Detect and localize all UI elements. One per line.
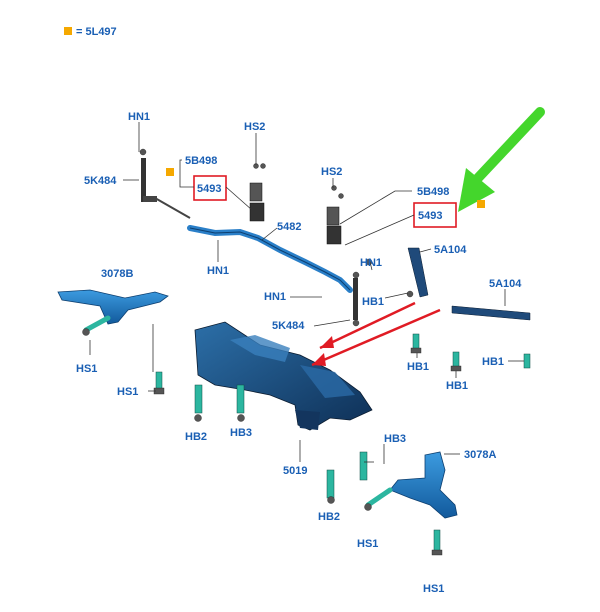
bolt-hb1-a xyxy=(410,333,422,354)
crossmember xyxy=(194,321,373,431)
bolt-hb1-c xyxy=(523,353,531,369)
lower-arm-right xyxy=(389,451,458,519)
label-hs1-left: HS1 xyxy=(76,363,97,375)
legend-swatch xyxy=(64,27,72,35)
label-hb1-upper: HB1 xyxy=(362,296,384,308)
brace-bar-vertical xyxy=(407,247,429,298)
label-3078b: 3078B xyxy=(101,268,133,280)
label-hb1-b: HB1 xyxy=(446,380,468,392)
label-5k484-mid: 5K484 xyxy=(272,320,305,332)
bolt-hs1-bottom2 xyxy=(431,529,443,556)
brace-bar-horizontal xyxy=(451,305,531,321)
bolt-hb3-left xyxy=(236,384,245,422)
label-hn1-mid: HN1 xyxy=(264,291,286,303)
label-hb1-c: HB1 xyxy=(482,356,504,368)
label-5b498-right: 5B498 xyxy=(417,186,449,198)
bolt-hs1-left xyxy=(82,315,111,336)
label-hb2-bottom: HB2 xyxy=(318,511,340,523)
label-hs2-right: HS2 xyxy=(321,166,342,178)
bolt-hs1-bottom xyxy=(364,487,393,511)
label-3078a: 3078A xyxy=(464,449,496,461)
label-hn1-link: HN1 xyxy=(360,257,382,269)
label-hb1-a: HB1 xyxy=(407,361,429,373)
stabilizer-link-left xyxy=(139,148,191,219)
label-5b498-left: 5B498 xyxy=(185,155,217,167)
label-hn1-top: HN1 xyxy=(128,111,150,123)
pointer-arrow xyxy=(458,107,545,212)
label-hs1-left2: HS1 xyxy=(117,386,138,398)
marker-5l497-right xyxy=(477,200,485,208)
label-5k484-left: 5K484 xyxy=(84,175,117,187)
stabilizer-bar xyxy=(187,225,353,293)
stabilizer-link-right xyxy=(352,258,373,327)
part-labels: HN1 5K484 5B498 5493 HS2 HS2 5B498 5493 … xyxy=(76,111,522,595)
marker-5l497-left xyxy=(166,168,174,176)
label-hb2-left: HB2 xyxy=(185,431,207,443)
legend-text: = 5L497 xyxy=(76,26,117,38)
leader-lines xyxy=(89,122,524,464)
label-hs2-left: HS2 xyxy=(244,121,265,133)
label-5482: 5482 xyxy=(277,221,301,233)
bolt-hb2-left xyxy=(194,384,203,422)
highlight-box-left xyxy=(193,175,227,201)
label-5493-right: 5493 xyxy=(418,210,442,222)
label-hb3-right: HB3 xyxy=(384,433,406,445)
bolt-hb3-right xyxy=(359,451,368,481)
bolt-hb1-b xyxy=(450,351,462,372)
label-hs1-bottom2: HS1 xyxy=(423,583,444,595)
label-hn1-left-bar: HN1 xyxy=(207,265,229,277)
label-hb3-left: HB3 xyxy=(230,427,252,439)
legend: = 5L497 xyxy=(64,26,117,38)
label-hs1-bottom: HS1 xyxy=(357,538,378,550)
direction-arrows xyxy=(311,301,441,367)
bushing-bracket-right xyxy=(326,185,344,245)
bolt-hb2-bottom xyxy=(326,469,335,504)
label-5a104-lower: 5A104 xyxy=(489,278,522,290)
lower-arm-left xyxy=(57,289,169,325)
label-5019: 5019 xyxy=(283,465,307,477)
bolt-hb1-upper xyxy=(406,290,414,298)
label-5493-left: 5493 xyxy=(197,183,221,195)
label-5a104-upper: 5A104 xyxy=(434,244,467,256)
bushing-bracket-left xyxy=(249,163,266,222)
